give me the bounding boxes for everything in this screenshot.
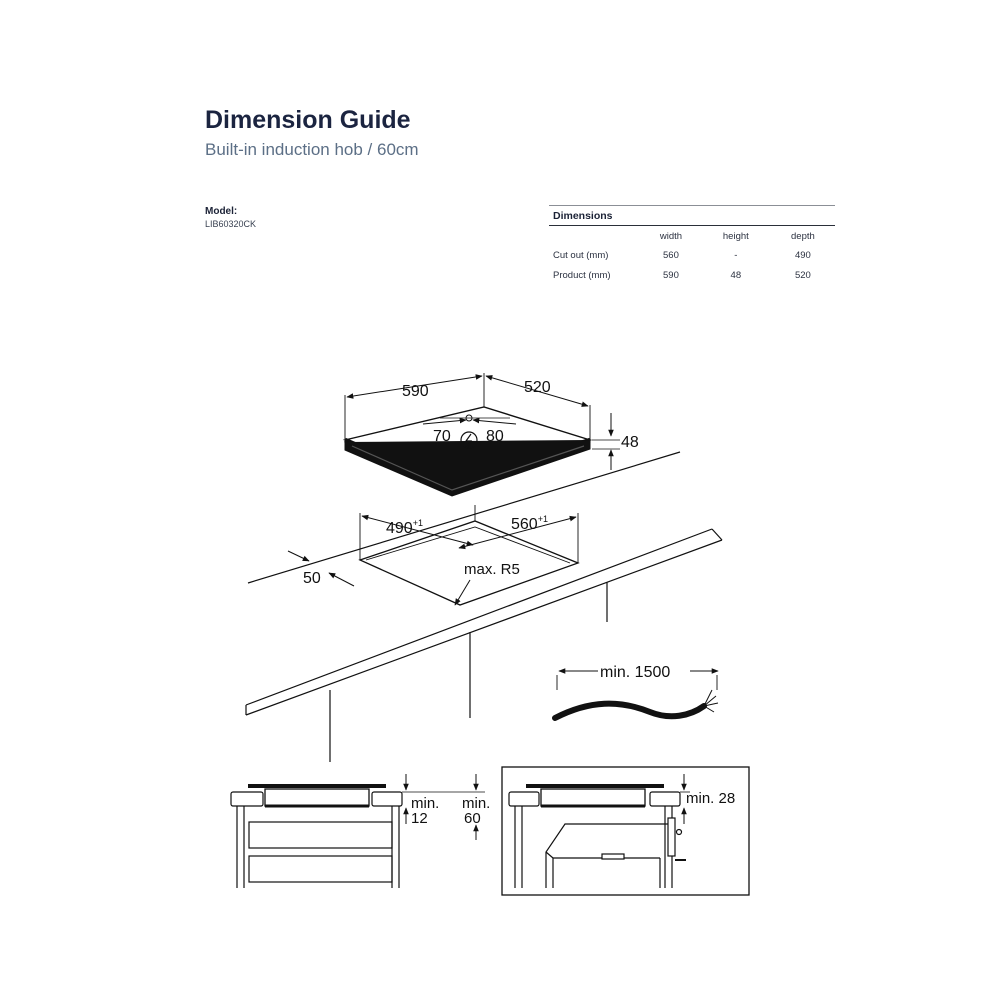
table-row: Cut out (mm) 560 - 490 [549, 246, 835, 266]
model-value: LIB60320CK [205, 219, 257, 229]
oven [545, 823, 668, 888]
side-gap-value: 12 [411, 810, 428, 827]
power-cable-illustration [552, 668, 719, 721]
product-height-cell: 48 [730, 269, 742, 281]
cutout-height-cell: - [734, 250, 738, 262]
worktop-front-edge-top [245, 528, 713, 706]
below-gap-value: 60 [464, 810, 481, 827]
cutout-width-cell: 560 [663, 250, 679, 262]
cutout-depth-cell: 490 [794, 250, 811, 262]
cutout-depth-label: 490+1 [386, 518, 423, 537]
oven-handle [601, 853, 625, 860]
drawer [248, 821, 393, 849]
page-title: Dimension Guide [205, 106, 411, 134]
table-row: Product (mm) 590 48 520 [549, 266, 835, 286]
oven-gap-label: min. 28 [686, 790, 735, 807]
worktop-illustration [245, 451, 723, 762]
hob-section [540, 788, 646, 807]
side-gap-min-label: min. [411, 795, 439, 812]
corner-radius-label: max. R5 [464, 561, 520, 578]
cutout-dimension-lines [287, 514, 577, 606]
table-header-row: width height depth [549, 226, 835, 246]
model-label: Model: [205, 206, 238, 217]
table-top-rule [549, 205, 835, 206]
front-margin-label: 50 [303, 570, 321, 587]
cable-length-label: min. 1500 [600, 664, 670, 681]
below-gap-min-label: min. [462, 795, 490, 812]
drawer-section-illustration [230, 784, 485, 888]
cable [552, 700, 707, 721]
dimensions-title: Dimensions [553, 210, 613, 222]
row-label-cutout: Cut out (mm) [553, 250, 609, 262]
offset-left-label: 70 [433, 428, 451, 445]
product-width-cell: 590 [663, 269, 679, 281]
worktop-front-edge-bottom [245, 539, 723, 716]
hob-depth-label: 520 [524, 379, 551, 396]
hob-body [344, 440, 591, 497]
oven-section-illustration [508, 784, 690, 888]
hob-section [264, 788, 370, 807]
page-subtitle: Built-in induction hob / 60cm [205, 140, 419, 159]
drawer [248, 855, 393, 883]
column-header-height: height [722, 230, 749, 242]
offset-right-label: 80 [486, 428, 504, 445]
cutout-width-label: 560+1 [511, 514, 548, 533]
oven-section-frame [501, 766, 750, 896]
row-label-product: Product (mm) [553, 269, 611, 281]
table-header-rule [549, 225, 835, 226]
drawer-gap-dimension-lines [403, 774, 479, 840]
hob-width-label: 590 [402, 383, 429, 400]
column-header-width: width [659, 230, 683, 242]
hob-illustration [342, 373, 593, 497]
dimensions-table: Dimensions width height depth Cut out (m… [549, 205, 835, 285]
power-connection-icon [460, 431, 478, 449]
hob-height-label: 48 [621, 434, 639, 451]
dimensions-grid: width height depth Cut out (mm) 560 - 49… [549, 226, 835, 285]
column-header-depth: depth [791, 230, 815, 242]
product-depth-cell: 520 [794, 269, 811, 281]
hob-dimension-lines [346, 374, 620, 470]
